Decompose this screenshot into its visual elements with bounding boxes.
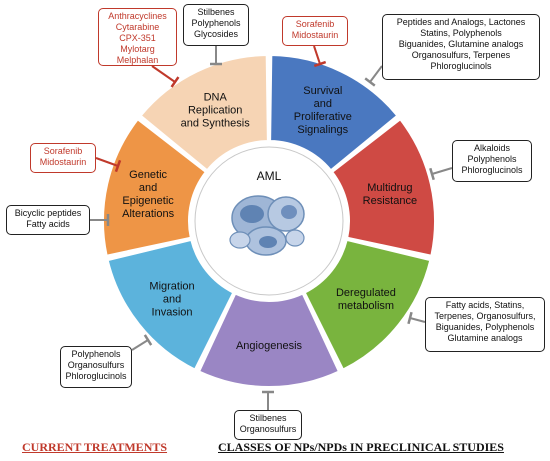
connector-genetic-np xyxy=(90,214,110,226)
np-box-mdr: Alkaloids Polyphenols Phloroglucinols xyxy=(452,140,532,182)
segment-survival xyxy=(269,54,399,172)
segment-angio xyxy=(197,292,341,388)
connector-migr-np xyxy=(131,334,153,351)
treatment-box-genetic: Sorafenib Midostaurin xyxy=(30,143,96,173)
center-label: AML xyxy=(257,169,282,183)
connector-survival-treatments xyxy=(313,45,327,68)
np-box-genetic: Bicyclic peptides Fatty acids xyxy=(6,205,90,235)
connector-angio-np xyxy=(262,390,274,410)
footer-np-classes: CLASSES OF NPs/NPDs IN PRECLINICAL STUDI… xyxy=(218,440,504,454)
segment-migr xyxy=(106,238,235,371)
connector-dna-np xyxy=(210,46,222,66)
segment-dna xyxy=(139,54,269,172)
center-circle: AML xyxy=(194,146,344,296)
np-box-metab: Fatty acids, Statins, Terpenes, Organosu… xyxy=(425,297,545,352)
np-box-dna: Stilbenes Polyphenols Glycosides xyxy=(183,4,249,46)
leukemia-cells-icon xyxy=(229,195,305,256)
connector-metab-np xyxy=(407,311,426,325)
connector-dna-treatments xyxy=(151,65,180,88)
segment-metab xyxy=(303,238,432,371)
np-box-survival: Peptides and Analogs, Lactones Statins, … xyxy=(382,14,540,80)
connector-survival-np xyxy=(364,65,383,87)
np-box-angio: Stilbenes Organosulfurs xyxy=(234,410,302,440)
treatment-box-survival: Sorafenib Midostaurin xyxy=(282,16,348,46)
footer-current-treatments: CURRENT TREATMENTS xyxy=(22,440,168,454)
connector-genetic-treatments xyxy=(95,157,122,173)
connector-mdr-np xyxy=(429,167,453,181)
segment-label-angio: Angiogenesis xyxy=(236,340,303,352)
np-box-migr: Polyphenols Organosulfurs Phloroglucinol… xyxy=(60,346,132,388)
segment-genetic xyxy=(102,117,208,257)
segment-mdr xyxy=(330,117,436,257)
treatment-box-dna: Anthracyclines Cytarabine CPX-351 Mylota… xyxy=(98,8,177,66)
